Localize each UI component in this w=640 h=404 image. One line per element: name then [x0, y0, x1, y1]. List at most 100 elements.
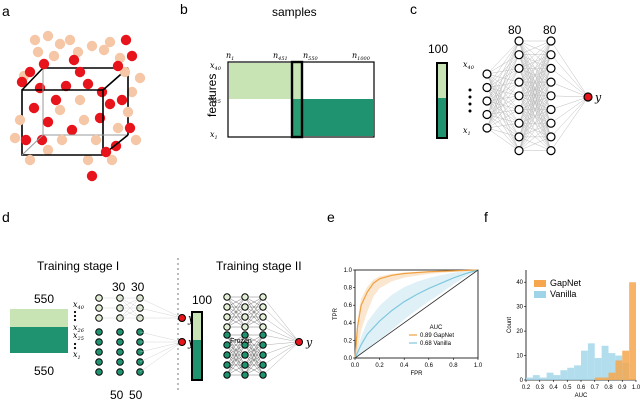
- hist-bar-vanilla: [581, 350, 588, 380]
- hist-ytick-label: 20: [516, 329, 523, 335]
- c-edge: [550, 68, 589, 98]
- panel-label-a: a: [2, 3, 10, 19]
- scatter-point: [90, 134, 102, 146]
- d2-dark-node: [223, 351, 231, 359]
- scatter-point: [20, 134, 32, 146]
- svg-text:x40: x40: [73, 300, 85, 311]
- hist-bar-gapnet: [622, 350, 630, 380]
- c-hidden1-node: [514, 50, 524, 60]
- c-edge: [486, 127, 520, 138]
- d2-edge: [244, 344, 264, 376]
- d2-light-node: [259, 303, 267, 311]
- roc-xtick-label: 0.4: [400, 363, 409, 369]
- c-network: [482, 36, 593, 156]
- panel-label-b: b: [180, 1, 188, 17]
- c-edge: [486, 40, 520, 88]
- hist-bar-vanilla: [601, 345, 609, 380]
- d2-edge: [262, 341, 300, 376]
- d2-output-node: [295, 338, 303, 346]
- c-edge: [486, 127, 520, 151]
- d2-light-node: [241, 323, 249, 331]
- hist-bar-vanilla: [560, 370, 568, 380]
- c-edge: [550, 40, 589, 98]
- c-edge: [486, 40, 520, 115]
- d2-dark-node: [223, 371, 231, 379]
- matrix-dark-block: [302, 99, 373, 136]
- d-x25-label: x25: [73, 331, 84, 342]
- matrix-light-block: [229, 63, 292, 99]
- hist-xtick-label: 0.5: [563, 385, 572, 391]
- c-hidden2-node: [546, 63, 556, 74]
- d2-dark-node: [241, 351, 249, 359]
- hist-bar-gapnet: [629, 282, 636, 380]
- d2-light-node: [241, 303, 249, 311]
- c-bar-value: 100: [428, 42, 448, 56]
- scatter-point: [86, 40, 98, 52]
- c-hidden2-node: [546, 132, 556, 142]
- d-bottom-input-node: [95, 368, 103, 376]
- scatter-point: [116, 94, 128, 106]
- scatter-point: [86, 170, 98, 182]
- d-ellipsis-dot: [73, 342, 77, 346]
- scatter-point: [82, 78, 94, 90]
- c-input-node: [482, 109, 492, 120]
- scatter-point: [98, 44, 110, 56]
- scatter-point: [16, 76, 28, 88]
- scatter-point: [42, 116, 54, 128]
- scatter-point: [42, 144, 54, 156]
- d-bottom-h1-node: [116, 348, 124, 356]
- hist-legend-swatch: [534, 291, 546, 298]
- hist-bar-vanilla: [526, 377, 533, 380]
- col-sub-n451: 451: [277, 56, 288, 62]
- roc-xtick-label: 0.0: [351, 363, 360, 369]
- matrix-col-labels: n1 n451 n550 n1000: [226, 51, 371, 62]
- scatter-point: [126, 50, 138, 62]
- hist-bar-gapnet: [608, 372, 616, 380]
- c-edge: [486, 109, 520, 129]
- d2-edge: [226, 354, 246, 376]
- stage1-top-value: 550: [34, 292, 54, 306]
- c-hidden2-node: [546, 77, 556, 87]
- roc-legend-label: 0.68 Vanilla: [420, 341, 452, 347]
- d-top-input-node: [95, 314, 103, 322]
- scatter-point: [82, 154, 94, 166]
- hist-xlabel: AUC: [575, 393, 588, 399]
- c-edge: [550, 96, 589, 124]
- hist-xtick-label: 0.9: [618, 385, 627, 391]
- c-edge: [486, 122, 520, 129]
- hist-xtick-label: 0.3: [536, 385, 545, 391]
- stage1-top-block: [10, 309, 68, 330]
- c-output-node: [583, 92, 593, 102]
- svg-text:x26: x26: [73, 323, 85, 334]
- hist-bar-vanilla: [608, 353, 616, 380]
- row-label-x1: x: [210, 130, 215, 139]
- c-input-node: [482, 69, 492, 79]
- stage2-bar-dark: [192, 340, 202, 380]
- c-edge: [518, 40, 552, 124]
- d-x26-sub: 26: [77, 328, 85, 334]
- panel-label-f: f: [484, 209, 488, 225]
- c-x-top-sub: 40: [467, 65, 475, 71]
- panel-label-c: c: [410, 1, 417, 17]
- matrix-row-labels: x40 x25 x1: [210, 61, 222, 141]
- d2-dark-node: [259, 331, 267, 339]
- scatter-point: [64, 34, 76, 46]
- d2-dark-node: [259, 351, 267, 359]
- svg-text:n550: n550: [303, 51, 319, 62]
- d-bottom-output-node: [178, 338, 186, 346]
- roc-line-0: [354, 269, 479, 359]
- roc-xlabel: FPR: [411, 371, 424, 377]
- d2-edge: [244, 306, 264, 328]
- c-input-node: [482, 123, 492, 133]
- d2-edge: [226, 334, 246, 366]
- col-label-n1000: n: [352, 51, 357, 60]
- c-hidden2-node: [546, 146, 556, 156]
- d2-dark-node: [259, 371, 267, 379]
- d-edge: [139, 297, 183, 319]
- roc-ytick-label: 0.4: [344, 321, 353, 327]
- d2-edge: [262, 341, 300, 366]
- row-label-x40: x: [210, 61, 215, 70]
- scatter-point: [34, 82, 46, 94]
- d-x1-label: x1: [73, 350, 81, 361]
- scatter-point: [122, 106, 134, 118]
